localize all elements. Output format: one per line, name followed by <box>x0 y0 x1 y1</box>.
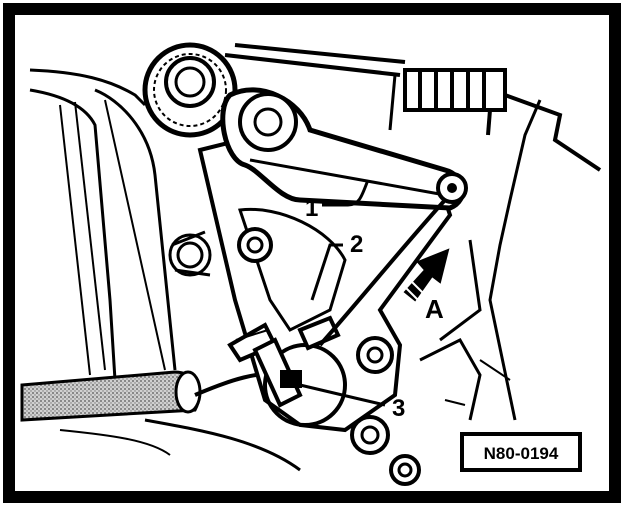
housing-right <box>419 99 542 421</box>
rivets <box>237 227 421 486</box>
callout-2: 2 <box>350 231 363 258</box>
leader-lines <box>299 179 386 407</box>
tension-spring <box>224 43 602 172</box>
callout-arrow-a: A <box>425 294 444 324</box>
cable-adjuster <box>227 315 341 408</box>
callout-1: 1 <box>305 195 318 222</box>
leader-2 <box>310 243 343 301</box>
leader-3 <box>299 383 386 407</box>
cable-sheath <box>20 370 202 422</box>
housing-body <box>29 68 301 472</box>
plate-cutout <box>237 207 347 332</box>
lever-arm <box>220 87 468 211</box>
spring-clip <box>168 230 212 277</box>
reference-code-box: N80-0194 <box>460 432 582 472</box>
direction-arrow-a <box>397 248 450 307</box>
control-cable <box>318 198 447 347</box>
leader-1 <box>322 179 370 207</box>
outer-frame <box>3 3 621 503</box>
reference-code: N80-0194 <box>484 444 559 463</box>
gear-wheel <box>142 42 238 138</box>
callout-3: 3 <box>392 395 405 422</box>
